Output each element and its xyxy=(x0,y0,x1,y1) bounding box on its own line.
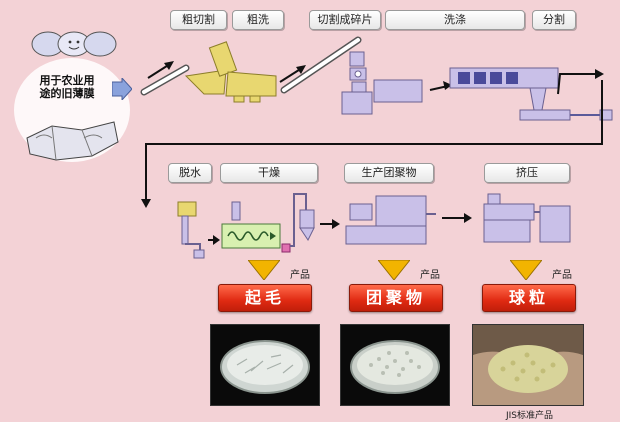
washing-tank xyxy=(373,79,423,103)
step-label-rough-wash: 粗洗 xyxy=(232,10,284,30)
flow-arrow-6 xyxy=(442,213,472,223)
photo-pellet xyxy=(472,324,584,406)
row-connector xyxy=(141,69,604,208)
step-label-agglomerate: 生产团聚物 xyxy=(344,163,434,183)
film-bundle-icon xyxy=(26,121,119,161)
product-button-agglomerate[interactable]: 团聚物 xyxy=(349,284,443,312)
top-process-line xyxy=(140,36,613,121)
petri-dish-agglomerate-image xyxy=(350,340,440,394)
dewatering-machine xyxy=(177,201,205,259)
flow-arrow-2 xyxy=(279,65,306,83)
source-label: 用于农业用 途的旧薄膜 xyxy=(22,74,112,100)
film-roll-icon xyxy=(31,31,117,57)
shredder-machine xyxy=(341,51,373,115)
product-button-fluff[interactable]: 起毛 xyxy=(218,284,312,312)
agglomerator-machine xyxy=(345,195,436,245)
step-label-extrude: 挤压 xyxy=(484,163,570,183)
conveyor-2 xyxy=(280,36,362,94)
separator-drum xyxy=(449,67,613,121)
flow-arrow-1 xyxy=(147,61,174,79)
product-tag-fluff: 产品 xyxy=(290,270,310,281)
photo-agglomerate xyxy=(340,324,450,406)
down-arrow-fluff xyxy=(248,260,280,280)
flow-arrow-3 xyxy=(429,81,452,91)
photo-fluff xyxy=(210,324,320,406)
flow-arrow-5 xyxy=(320,219,340,229)
step-label-shred: 切割成碎片 xyxy=(309,10,381,30)
conveyor-1 xyxy=(140,64,190,96)
extruder-machine xyxy=(483,193,571,243)
petri-dish-fluff-image xyxy=(220,340,310,394)
product-button-pellet[interactable]: 球粒 xyxy=(482,284,576,312)
crusher-machine xyxy=(184,41,277,103)
pellets-in-hand-image xyxy=(473,345,583,405)
step-label-dewater: 脱水 xyxy=(168,163,212,183)
step-label-rough-cut: 粗切割 xyxy=(170,10,227,30)
product-tag-pellet: 产品 xyxy=(552,270,572,281)
bottom-process-line xyxy=(177,193,571,259)
source-label-line1: 用于农业用 xyxy=(39,74,95,87)
down-arrow-agglomerate xyxy=(378,260,410,280)
product-tag-agglomerate: 产品 xyxy=(420,270,440,281)
source-arrow-icon xyxy=(112,78,132,100)
dryer-machine xyxy=(221,193,315,253)
flow-arrow-4 xyxy=(208,235,220,245)
down-arrow-pellet xyxy=(510,260,542,280)
source-label-line2: 途的旧薄膜 xyxy=(39,87,95,100)
step-label-separate: 分割 xyxy=(532,10,576,30)
jis-caption: JIS标准产品 xyxy=(506,411,554,421)
step-label-dry: 干燥 xyxy=(220,163,318,183)
step-label-wash: 洗涤 xyxy=(385,10,525,30)
source-panel: 用于农业用 途的旧薄膜 xyxy=(0,30,132,170)
